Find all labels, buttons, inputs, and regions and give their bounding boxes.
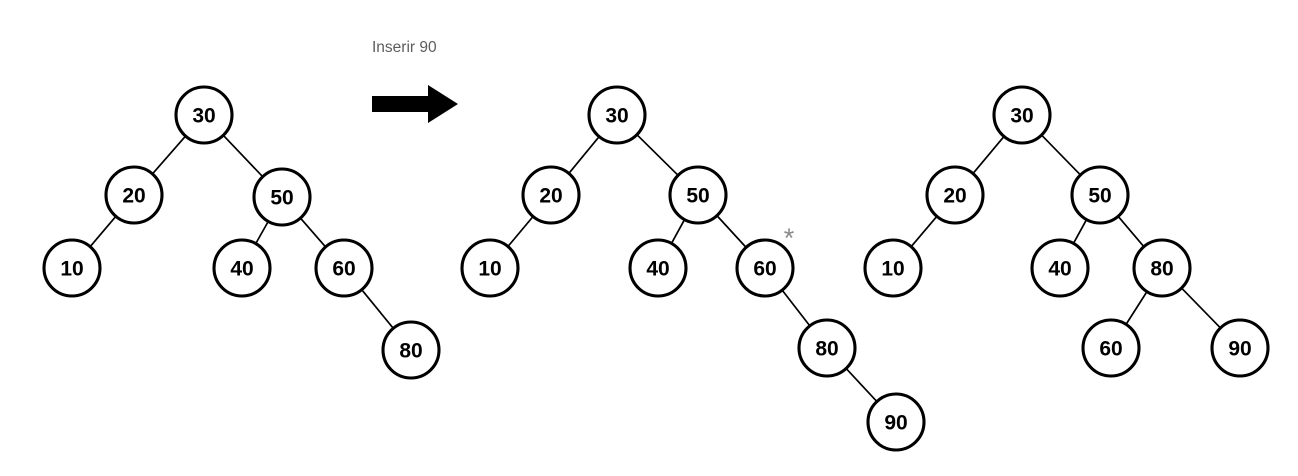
- tree-edge: [1125, 290, 1148, 326]
- node-circle: [252, 167, 312, 227]
- node-value-label: 10: [478, 258, 501, 281]
- node-value-label: 30: [605, 105, 628, 128]
- node-value-label: 20: [943, 185, 966, 208]
- tree-node[interactable]: 80: [797, 318, 857, 378]
- tree-node[interactable]: 10: [460, 238, 520, 298]
- node-value-label: 40: [230, 258, 253, 281]
- tree-edge: [716, 214, 747, 249]
- tree-node[interactable]: 90: [866, 392, 926, 452]
- right-arrow-icon: [372, 85, 458, 123]
- node-value-label: 80: [399, 340, 422, 363]
- edges-layer: [89, 133, 1222, 403]
- node-circle: [866, 392, 926, 452]
- node-circle: [587, 85, 647, 145]
- node-circle: [1030, 238, 1090, 298]
- node-circle: [797, 318, 857, 378]
- tree-node[interactable]: 60: [1081, 318, 1141, 378]
- node-circle: [863, 238, 923, 298]
- node-value-label: 90: [1228, 338, 1251, 361]
- node-value-label: 30: [192, 105, 215, 128]
- tree-edge: [299, 217, 327, 248]
- node-circle: [925, 165, 985, 225]
- tree-edge: [636, 133, 679, 177]
- node-circle: [1070, 165, 1130, 225]
- node-value-label: 40: [1048, 258, 1071, 281]
- tree-edge: [151, 135, 187, 175]
- tree-edge: [781, 289, 811, 327]
- node-circle: [42, 238, 102, 298]
- node-value-label: 80: [1150, 258, 1173, 281]
- node-circle: [1210, 318, 1270, 378]
- tree-edge: [1180, 287, 1222, 329]
- node-circle: [1081, 318, 1141, 378]
- tree-node[interactable]: 40: [628, 238, 688, 298]
- node-value-label: 80: [815, 338, 838, 361]
- transition-arrow-group: [372, 85, 458, 123]
- node-circle: [992, 85, 1052, 145]
- tree-edge: [360, 288, 395, 330]
- markers-layer: *: [784, 223, 795, 253]
- node-circle: [381, 320, 441, 380]
- step-caption: Inserir 90: [372, 39, 437, 56]
- node-circle: [735, 238, 795, 298]
- node-circle: [314, 238, 374, 298]
- tree-node[interactable]: 90: [1210, 318, 1270, 378]
- tree-edge: [507, 215, 534, 248]
- tree-node[interactable]: 20: [925, 165, 985, 225]
- node-circle: [1132, 238, 1192, 298]
- tree-node[interactable]: 60: [314, 238, 374, 298]
- node-value-label: 10: [881, 258, 904, 281]
- tree-node[interactable]: 10: [42, 238, 102, 298]
- node-value-label: 20: [539, 185, 562, 208]
- node-circle: [460, 238, 520, 298]
- tree-edge: [910, 215, 938, 248]
- tree-edge: [670, 218, 686, 245]
- node-circle: [668, 165, 728, 225]
- node-value-label: 50: [270, 187, 293, 210]
- node-value-label: 40: [646, 258, 669, 281]
- tree-node[interactable]: 80: [1132, 238, 1192, 298]
- tree-node[interactable]: 20: [104, 165, 164, 225]
- tree-node[interactable]: 50: [252, 167, 312, 227]
- node-value-label: 60: [753, 258, 776, 281]
- node-value-label: 30: [1010, 105, 1033, 128]
- tree-node[interactable]: 30: [174, 85, 234, 145]
- tree-edge: [567, 135, 601, 175]
- tree-edge: [845, 367, 878, 403]
- node-value-label: 20: [122, 185, 145, 208]
- node-circle: [521, 165, 581, 225]
- node-value-label: 10: [60, 258, 83, 281]
- tree-edge: [1040, 134, 1082, 176]
- tree-node[interactable]: 50: [1070, 165, 1130, 225]
- node-circle: [628, 238, 688, 298]
- tree-edge: [222, 134, 264, 178]
- tree-edge: [254, 220, 270, 245]
- tree-node[interactable]: 60: [735, 238, 795, 298]
- node-circle: [174, 85, 234, 145]
- node-circle: [212, 238, 272, 298]
- tree-node[interactable]: 40: [212, 238, 272, 298]
- tree-node[interactable]: 10: [863, 238, 923, 298]
- node-value-label: 60: [332, 258, 355, 281]
- node-value-label: 50: [1088, 185, 1111, 208]
- tree-edge: [1117, 215, 1145, 248]
- tree-edge: [89, 215, 117, 248]
- node-value-label: 60: [1099, 338, 1122, 361]
- tree-node[interactable]: 30: [587, 85, 647, 145]
- node-value-label: 50: [686, 185, 709, 208]
- tree-node[interactable]: 40: [1030, 238, 1090, 298]
- tree-edge: [972, 135, 1005, 175]
- node-value-label: 90: [884, 412, 907, 435]
- imbalance-marker-asterisk: *: [784, 223, 795, 253]
- tree-node[interactable]: 20: [521, 165, 581, 225]
- node-circle: [104, 165, 164, 225]
- tree-edge: [1072, 218, 1088, 245]
- tree-node[interactable]: 50: [668, 165, 728, 225]
- nodes-layer: 30 20 10 50 40 60 80 30 20 10 50 40 60 80 90 30 20 10 50 40…: [42, 85, 1270, 452]
- tree-node[interactable]: 80: [381, 320, 441, 380]
- tree-node[interactable]: 30: [992, 85, 1052, 145]
